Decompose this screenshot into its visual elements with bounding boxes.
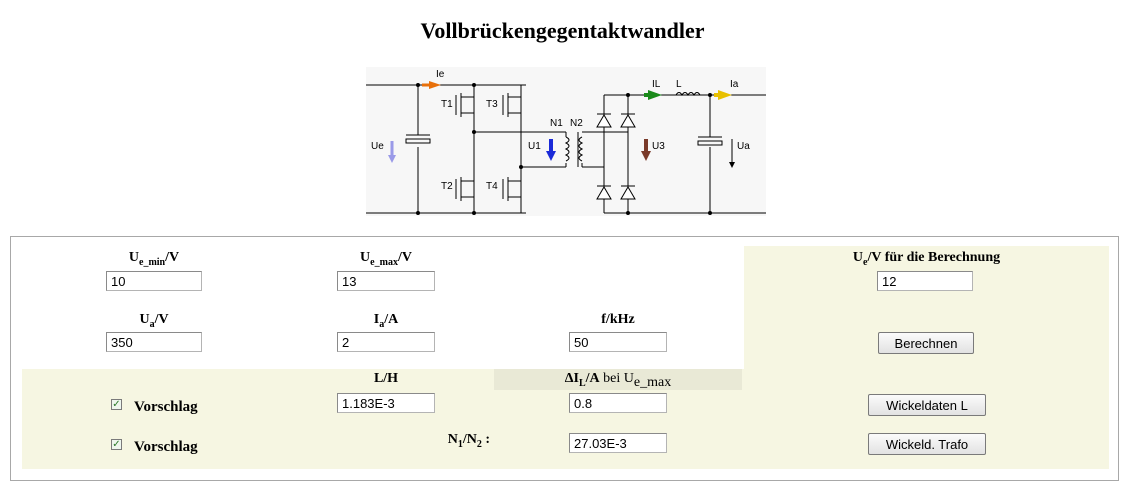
vorschlag-trafo-label: Vorschlag [134, 439, 198, 455]
u1-label: U1 [528, 141, 541, 152]
page-title: Vollbrückengegentaktwandler [420, 18, 705, 43]
ratio-label: N1/N2 : [447, 432, 490, 450]
ue-max-label: Ue_max/V [360, 250, 412, 268]
u3-label: U3 [652, 141, 665, 152]
ue-calc-label: Ue/V für die Berechnung [852, 250, 1001, 268]
f-label: f/kHz [601, 312, 635, 327]
l-label: L/H [373, 371, 399, 386]
berechnen-button[interactable]: Berechnen [878, 332, 974, 354]
t3-label: T3 [486, 99, 498, 110]
vorschlag-trafo-checkbox[interactable]: ✓ [111, 439, 122, 450]
ue-label: Ue [371, 141, 384, 152]
ue-min-label: Ue_min/V [128, 250, 180, 268]
ia-label: Ia/A [373, 312, 399, 330]
ie-label: Ie [436, 69, 445, 80]
vorschlag-l-label: Vorschlag [134, 399, 198, 415]
circuit-diagram: Ie T1 T2 T3 T4 Ue N1 N2 U1 U3 IL L Ia Ua [366, 67, 766, 216]
vorschlag-l-checkbox[interactable]: ✓ [111, 399, 122, 410]
l-label: L [676, 79, 682, 90]
ratio-input[interactable] [569, 433, 667, 453]
f-input[interactable] [569, 332, 667, 352]
wickeldaten-l-button[interactable]: Wickeldaten L [868, 394, 986, 416]
delta-il-input[interactable] [569, 393, 667, 413]
delta-il-header [494, 369, 742, 390]
t1-label: T1 [441, 99, 453, 110]
ia-label: Ia [730, 79, 739, 90]
t4-label: T4 [486, 181, 498, 192]
ue-calc-input[interactable] [877, 271, 973, 291]
t2-label: T2 [441, 181, 453, 192]
ua-input[interactable] [106, 332, 202, 352]
delta-il-label: ΔIL/A bei Ue_max [564, 371, 672, 390]
ua-label: Ua [737, 141, 750, 152]
n1-label: N1 [550, 118, 563, 129]
ua-label: Ua/V [139, 312, 169, 330]
ue-max-input[interactable] [337, 271, 435, 291]
wickeldaten-trafo-button[interactable]: Wickeld. Trafo [868, 433, 986, 455]
ia-input[interactable] [337, 332, 435, 352]
n2-label: N2 [570, 118, 583, 129]
l-input[interactable] [337, 393, 435, 413]
il-label: IL [652, 79, 661, 90]
ue-min-input[interactable] [106, 271, 202, 291]
